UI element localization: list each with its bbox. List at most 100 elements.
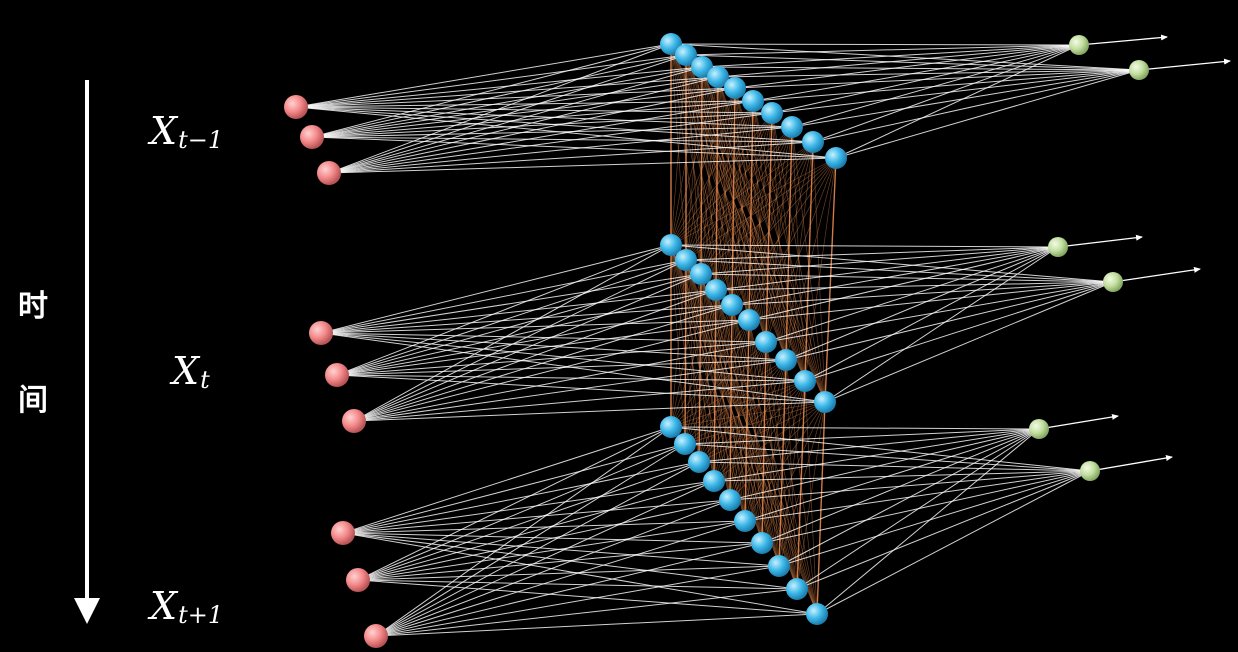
input-hidden-connection <box>342 426 672 534</box>
recurrent-connection <box>685 54 826 403</box>
recurrent-connection <box>717 76 826 403</box>
input-node <box>300 125 324 149</box>
recurrent-connection <box>791 126 806 382</box>
input-node <box>309 321 333 345</box>
hidden-node <box>742 90 764 112</box>
input-hidden-connection <box>375 565 780 637</box>
input-hidden-connection <box>328 126 793 174</box>
hidden-output-connection <box>765 281 1114 343</box>
input-hidden-connection <box>357 426 672 581</box>
recurrent-connection <box>670 289 717 428</box>
input-hidden-connection <box>311 43 672 138</box>
hidden-output-connection <box>771 69 1140 114</box>
hidden-output-connection <box>785 246 1059 361</box>
time-axis-label-char: 时 <box>18 289 48 324</box>
input-hidden-connection <box>328 157 837 174</box>
output-node <box>1103 272 1123 292</box>
hidden-output-connection <box>698 461 1091 472</box>
recurrent-connection <box>715 112 773 291</box>
recurrent-connection <box>717 76 767 343</box>
recurrent-connection <box>701 66 750 321</box>
input-hidden-connection <box>295 100 754 108</box>
input-hidden-connection <box>295 43 672 108</box>
hidden-output-connection <box>700 246 1059 275</box>
output-arrow <box>1112 266 1201 283</box>
input-hidden-connection <box>353 380 806 422</box>
recurrent-connection <box>685 259 798 590</box>
input-hidden-connection <box>375 499 731 637</box>
input-hidden-connection <box>342 443 686 534</box>
recurrent-connection <box>670 87 736 246</box>
recurrent-connection <box>713 289 717 482</box>
input-hidden-connection <box>328 112 773 174</box>
output-arrow <box>1038 414 1119 430</box>
hidden-node <box>719 489 741 511</box>
recurrent-connection <box>734 87 750 321</box>
recurrent-connection <box>698 341 767 463</box>
input-hidden-connection <box>357 579 798 590</box>
recurrent-connection <box>804 141 814 382</box>
input-hidden-connection <box>353 341 767 422</box>
recurrent-connection <box>761 380 806 544</box>
hidden-output-connection <box>685 246 1059 261</box>
output-arrow <box>1078 34 1168 46</box>
recurrent-connection <box>765 341 798 590</box>
hidden-node <box>688 451 710 473</box>
input-hidden-connection <box>353 244 672 422</box>
input-hidden-connection <box>353 319 750 422</box>
output-arrows <box>1038 34 1231 472</box>
recurrent-connection <box>734 87 787 361</box>
recurrent-connection <box>670 244 798 590</box>
hidden-output-connection <box>744 428 1040 522</box>
hidden-output-connection <box>748 281 1114 321</box>
input-hidden-connection <box>311 136 837 159</box>
input-hidden-connection <box>353 259 687 422</box>
recurrent-connection <box>748 157 837 321</box>
input-hidden-connection <box>328 100 754 174</box>
recurrent-connection <box>670 319 750 428</box>
input-hidden-connection <box>375 588 798 637</box>
recurrent-connection <box>685 126 793 261</box>
hidden-output-connection <box>804 281 1114 382</box>
input-hidden-connection <box>311 136 814 143</box>
hidden-output-connection <box>715 246 1059 291</box>
input-hidden-connection <box>357 542 763 581</box>
recurrent-connection <box>778 359 787 567</box>
hidden-output-connection <box>824 246 1059 403</box>
input-hidden-connection <box>357 520 746 581</box>
hidden-node <box>721 294 743 316</box>
input-hidden-connection <box>342 532 818 615</box>
hidden-output-connection <box>700 273 1114 283</box>
recurrent-connection <box>731 87 736 306</box>
recurrent-connection <box>700 273 715 482</box>
hidden-node <box>814 391 836 413</box>
input-hidden-connection <box>311 100 754 138</box>
recurrent-connection <box>670 259 687 428</box>
recurrent-connection <box>748 319 763 544</box>
network-nodes <box>284 33 1149 648</box>
recurrent-connection <box>715 289 731 501</box>
hidden-output-connection <box>729 470 1091 501</box>
hidden-output-connection <box>670 426 1040 430</box>
hidden-output-connection <box>835 44 1080 159</box>
recurrent-connection <box>670 304 733 428</box>
input-node <box>342 409 366 433</box>
recurrent-connection <box>785 141 814 361</box>
input-hidden-connection <box>353 304 733 422</box>
recurrent-connection <box>670 244 818 615</box>
layer-label-t: Xt <box>172 352 210 392</box>
recurrent-connection <box>670 43 717 291</box>
recurrent-connection <box>700 273 746 522</box>
recurrent-connection <box>744 319 750 522</box>
recurrent-connection <box>765 157 837 343</box>
recurrent-connection <box>684 259 687 445</box>
recurrent-connection <box>731 126 793 306</box>
input-node <box>364 624 388 648</box>
hidden-output-connection <box>734 69 1140 89</box>
layer-label-sub: t−1 <box>178 125 224 154</box>
input-hidden-connection <box>328 141 814 174</box>
hidden-output-connection <box>698 428 1040 463</box>
hidden-node <box>781 116 803 138</box>
hidden-node <box>703 470 725 492</box>
hidden-output-connection <box>701 44 1080 68</box>
